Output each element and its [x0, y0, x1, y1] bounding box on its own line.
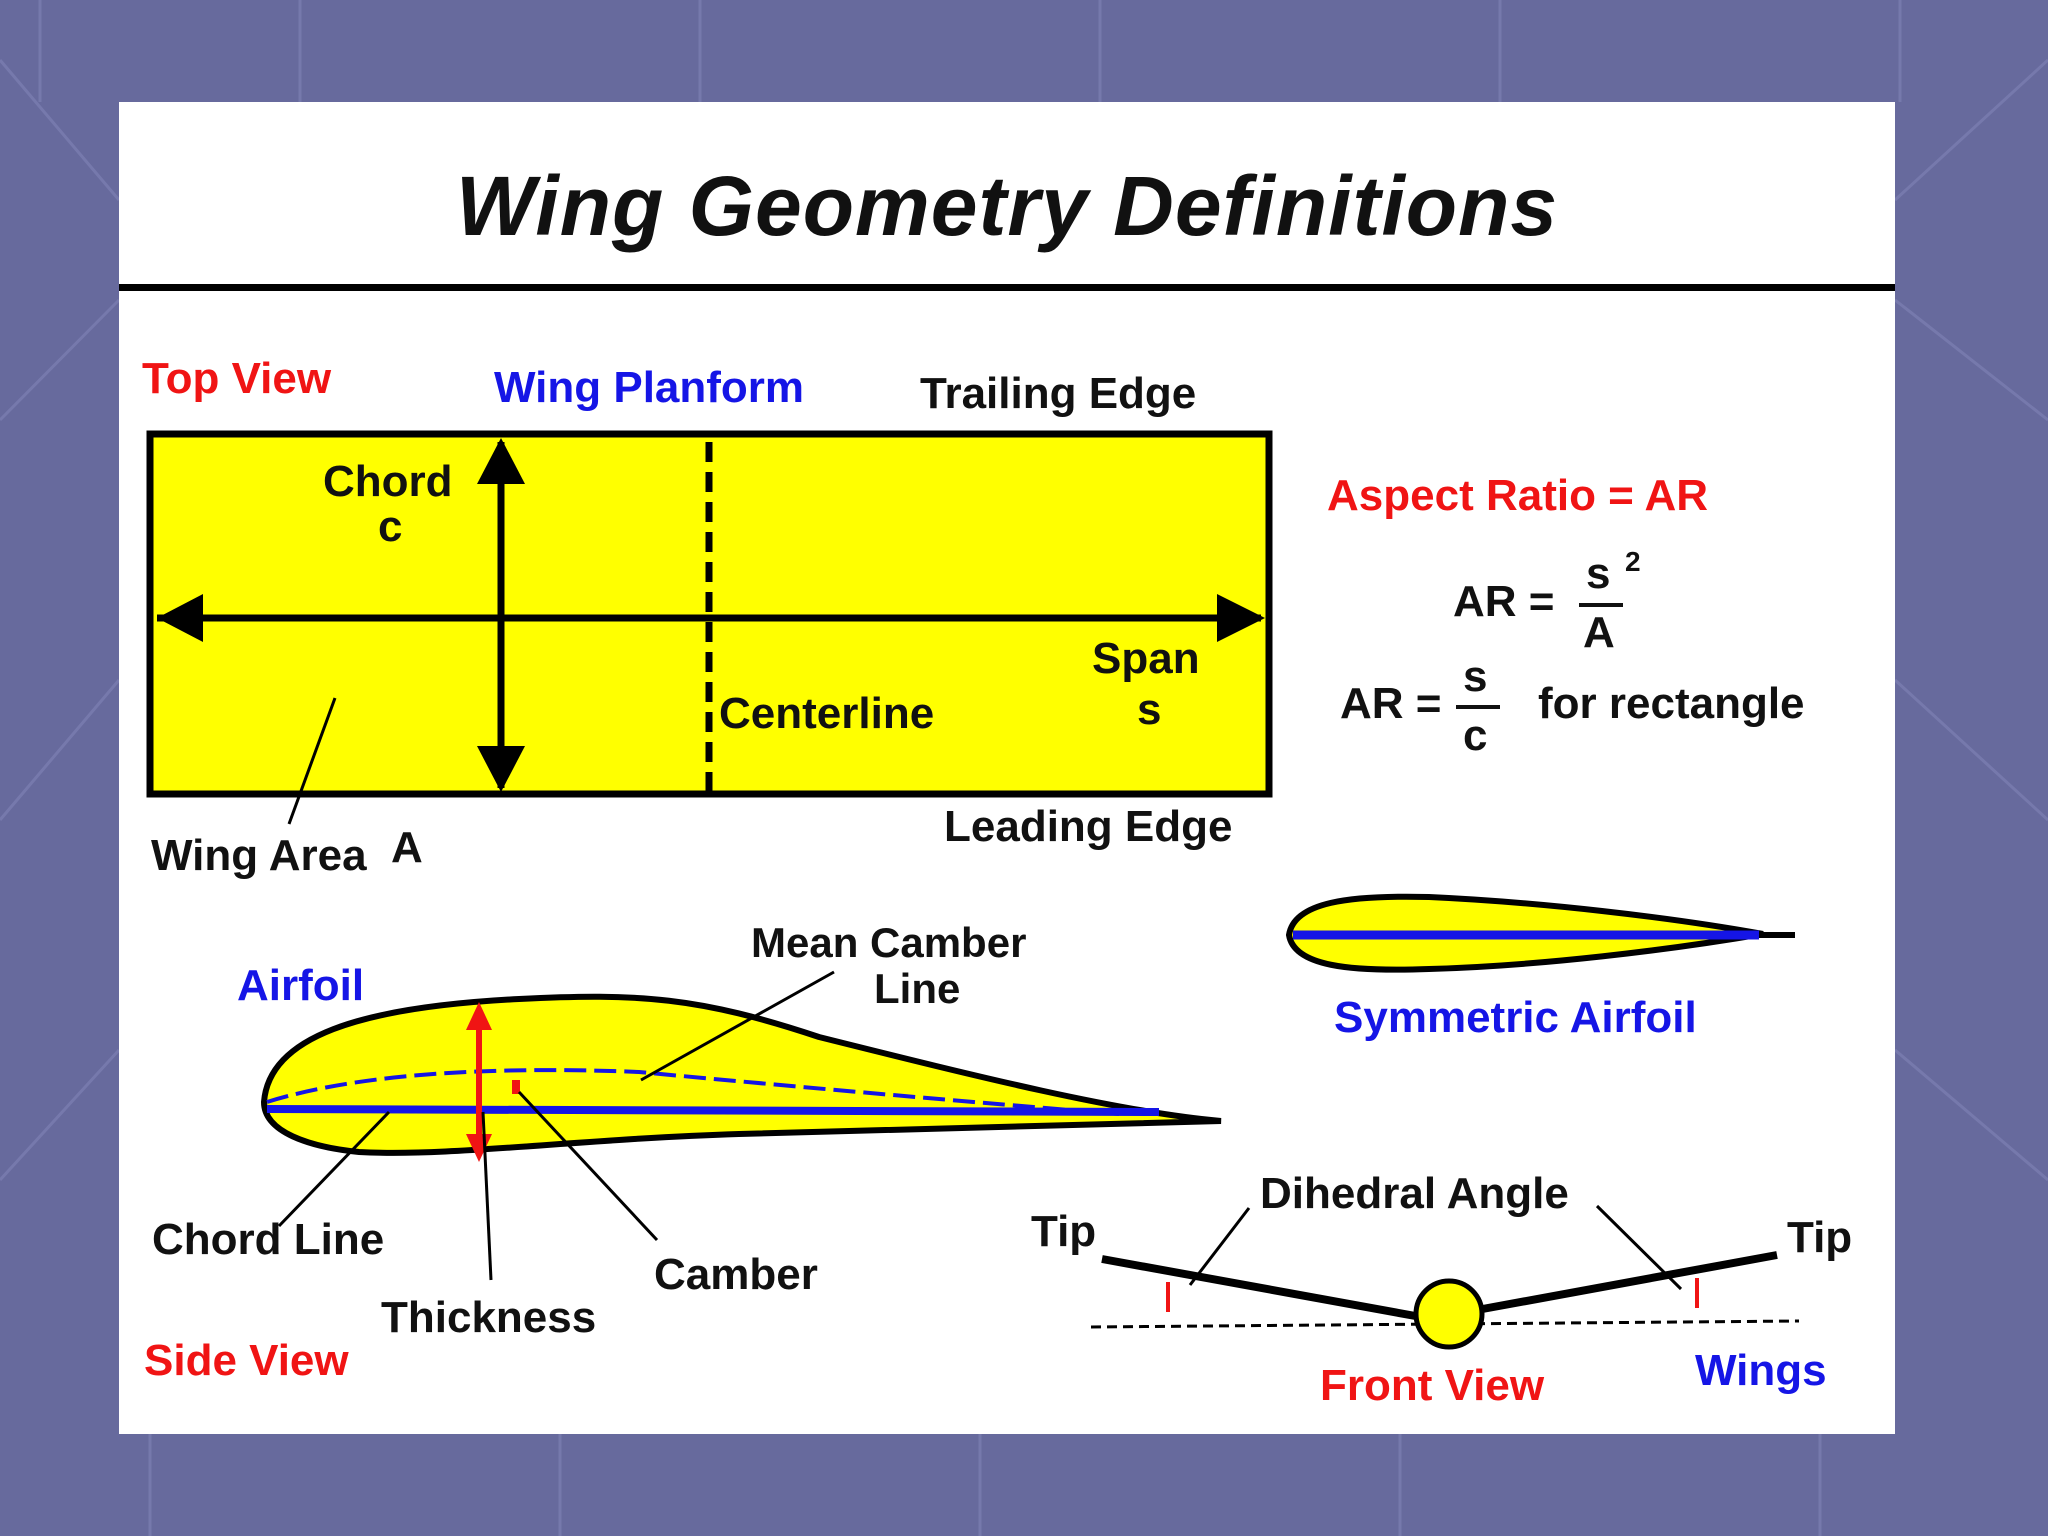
airfoil-label: Airfoil — [237, 961, 365, 1010]
chord-line-label: Chord Line — [152, 1215, 385, 1264]
span-symbol: s — [1137, 685, 1162, 734]
dihedral-leader-left — [1188, 1207, 1251, 1286]
wing-area-label: Wing Area — [151, 831, 367, 880]
camber-leader — [517, 1090, 659, 1242]
thickness-label: Thickness — [381, 1293, 597, 1342]
mean-camber-line-label-2: Line — [874, 965, 961, 1012]
leading-edge-label: Leading Edge — [944, 802, 1233, 851]
dihedral-angle-label: Dihedral Angle — [1260, 1169, 1569, 1218]
ar-equation-numerator: s — [1586, 549, 1611, 598]
wing-planform-rect — [146, 430, 1273, 798]
ar-equation-lhs: AR = — [1453, 577, 1555, 626]
wing-area-leader — [287, 697, 337, 825]
thickness-leader — [481, 1111, 493, 1281]
ar-equation-exponent: 2 — [1625, 546, 1641, 577]
mean-camber-line — [266, 1068, 1120, 1116]
right-wing — [1476, 1251, 1778, 1314]
span-label: Span — [1092, 634, 1200, 683]
tip-left-label: Tip — [1031, 1207, 1097, 1256]
trailing-edge-label: Trailing Edge — [920, 369, 1197, 418]
tip-right-label: Tip — [1787, 1213, 1853, 1262]
side-view-label: Side View — [144, 1336, 349, 1385]
ar-rect-numerator: s — [1463, 652, 1488, 701]
chord-label: Chord — [323, 457, 453, 506]
chord-line-leader — [277, 1110, 391, 1228]
chord-symbol: c — [378, 502, 403, 551]
wings-label: Wings — [1695, 1346, 1827, 1395]
ar-rect-denominator: c — [1463, 711, 1488, 760]
ar-rect-lhs: AR = — [1340, 679, 1442, 728]
title-divider — [119, 284, 1895, 291]
mean-camber-line-label: Mean Camber — [751, 919, 1027, 966]
fuselage-circle — [1413, 1278, 1485, 1350]
symmetric-airfoil-label: Symmetric Airfoil — [1334, 993, 1697, 1042]
wing-geometry-drawing — [146, 430, 1800, 1350]
camber-label: Camber — [654, 1250, 818, 1299]
front-view-label: Front View — [1320, 1361, 1545, 1410]
chord-line — [266, 1105, 1160, 1116]
top-view-label: Top View — [142, 354, 332, 403]
page-title: Wing Geometry Definitions — [455, 159, 1559, 253]
aspect-ratio-heading: Aspect Ratio = AR — [1327, 471, 1709, 520]
ar-rect-fraction-bar — [1456, 705, 1500, 709]
ar-equation-denominator: A — [1583, 608, 1615, 657]
mean-camber-leader — [640, 970, 835, 1082]
centerline-label: Centerline — [719, 689, 935, 738]
wing-area-symbol: A — [391, 823, 423, 872]
ar-rect-note: for rectangle — [1538, 679, 1805, 728]
left-wing — [1101, 1255, 1422, 1321]
diagram-panel: Wing Geometry Definitions — [119, 102, 1895, 1434]
wing-planform-label: Wing Planform — [494, 363, 805, 412]
ar-fraction-bar — [1579, 603, 1623, 607]
dihedral-leader-right — [1595, 1204, 1683, 1291]
airfoil-shape — [260, 993, 1222, 1156]
camber-marker — [512, 1080, 520, 1094]
